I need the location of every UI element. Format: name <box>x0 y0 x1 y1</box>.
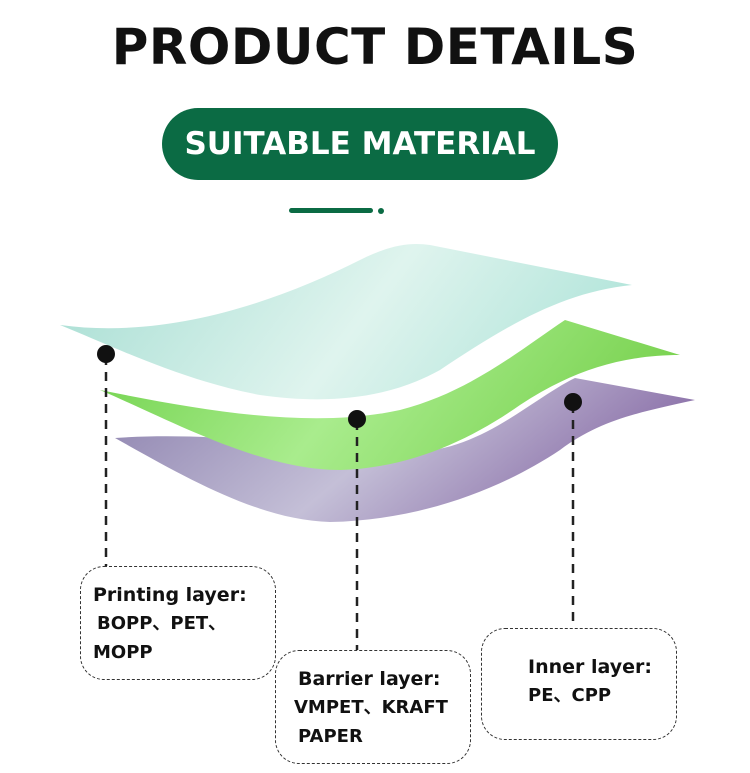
printing-layer-callout: Printing layer: BOPP、PET、 MOPP <box>80 566 276 680</box>
divider-line <box>289 208 373 213</box>
barrier-layer-marker <box>348 410 366 650</box>
section-badge: SUITABLE MATERIAL <box>162 108 558 180</box>
barrier-layer-sheet <box>100 320 680 470</box>
divider-dot <box>378 208 384 214</box>
barrier-layer-materials-1: VMPET、KRAFT <box>294 697 448 718</box>
inner-layer-sheet <box>115 378 695 522</box>
printing-layer-sheet <box>60 243 632 400</box>
printing-layer-materials-2: MOPP <box>93 642 153 663</box>
barrier-layer-title: Barrier layer: <box>298 668 441 690</box>
barrier-layer-materials-2: PAPER <box>298 726 363 747</box>
inner-layer-marker <box>564 393 582 628</box>
printing-layer-marker <box>97 345 115 566</box>
inner-layer-callout: Inner layer: PE、CPP <box>481 628 677 740</box>
printing-layer-title: Printing layer: <box>93 584 247 606</box>
barrier-layer-callout: Barrier layer: VMPET、KRAFT PAPER <box>275 650 471 764</box>
inner-layer-title: Inner layer: <box>528 656 652 678</box>
printing-layer-materials-1: BOPP、PET、 <box>97 613 227 634</box>
page-title: PRODUCT DETAILS <box>111 18 639 76</box>
inner-layer-materials: PE、CPP <box>528 685 612 706</box>
